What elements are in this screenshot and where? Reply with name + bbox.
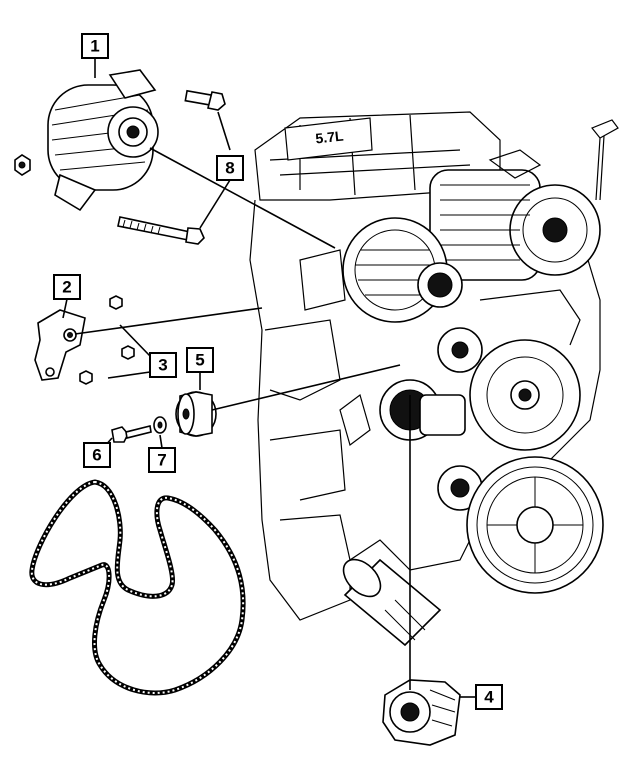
tensioner-area <box>379 327 483 511</box>
serpentine-belt <box>29 479 246 696</box>
callout-8-label: 8 <box>225 159 234 178</box>
part-3-nuts <box>79 295 135 385</box>
callout-5-label: 5 <box>195 351 204 370</box>
callout-4: 4 <box>475 684 503 710</box>
callout-4-label: 4 <box>484 688 494 707</box>
part-4-tensioner <box>382 679 461 746</box>
engine-assembly: 5.7L <box>249 111 619 647</box>
callout-3-label: 3 <box>158 356 167 375</box>
callout-6-label: 6 <box>92 446 101 465</box>
callout-7-label: 7 <box>157 451 166 470</box>
upper-bolt <box>184 89 226 111</box>
callout-7: 7 <box>148 447 176 473</box>
callout-1-label: 1 <box>90 37 99 56</box>
leader-lines <box>62 58 476 698</box>
lower-bolt <box>117 216 205 245</box>
part-1-alternator <box>14 69 159 212</box>
alternator-nut <box>14 154 31 176</box>
part-5-pulley <box>175 391 217 437</box>
engine-badge-text: 5.7L <box>315 128 345 147</box>
part-8-bolts <box>117 89 226 245</box>
part-2-bracket <box>34 309 86 381</box>
water-pump <box>469 339 581 451</box>
callout-8: 8 <box>216 155 244 181</box>
ac-compressor <box>429 149 601 281</box>
callout-5: 5 <box>186 347 214 373</box>
callout-3: 3 <box>149 352 177 378</box>
callout-2: 2 <box>53 274 81 300</box>
oil-filter <box>342 558 442 647</box>
part-6-bolt <box>111 425 152 443</box>
callout-2-label: 2 <box>62 278 71 297</box>
installed-alternator <box>342 217 463 323</box>
part-7-washer <box>153 416 167 434</box>
crankshaft-damper <box>466 456 604 594</box>
callout-1: 1 <box>81 33 109 59</box>
engine-badge: 5.7L <box>284 117 373 161</box>
callout-6: 6 <box>83 442 111 468</box>
